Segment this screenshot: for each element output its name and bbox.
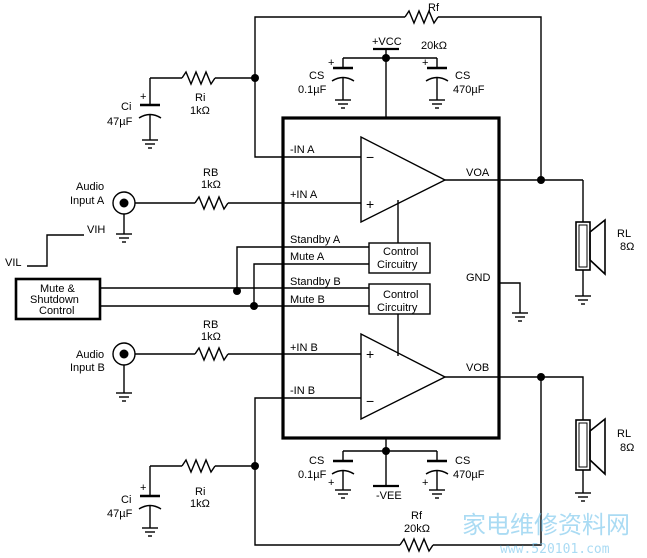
pin-mute-b: Mute B (290, 294, 325, 306)
cs-bottom-right-name: CS (455, 455, 470, 467)
opamp-a: − + (360, 135, 584, 243)
mute-shutdown-control-box (14, 277, 102, 321)
mute-box-line1: Mute & (40, 283, 76, 295)
rf-top-name: Rf (428, 2, 440, 14)
rl-top-value: 8Ω (620, 241, 634, 253)
amplifier-ic-body (281, 116, 501, 440)
audio-b-line1: Audio (76, 349, 104, 361)
rb-bottom-resistor (194, 346, 361, 362)
cs-top-left-capacitor: + (328, 57, 355, 109)
pin-voa: VOA (466, 167, 490, 179)
rl-top-name: RL (617, 228, 631, 240)
svg-text:−: − (366, 149, 374, 165)
audio-a-line2: Input A (70, 195, 105, 207)
svg-text:+: + (422, 57, 428, 69)
pin-in-plus-a: +IN A (290, 189, 318, 201)
cs-bottom-right-value: 470µF (453, 469, 485, 481)
feedback-network-a (149, 9, 542, 180)
audio-input-a-jack[interactable] (112, 191, 195, 243)
pin-in-plus-b: +IN B (290, 342, 318, 354)
pin-standby-a: Standby A (290, 234, 341, 246)
pin-standby-b: Standby B (290, 276, 341, 288)
opamp-b: + − (254, 314, 584, 466)
speaker-a-icon (574, 218, 606, 305)
rb-bottom-name: RB (203, 319, 218, 331)
rf-top-value: 20kΩ (421, 40, 447, 52)
ri-top-value: 1kΩ (190, 105, 210, 117)
rb-bottom-value: 1kΩ (201, 331, 221, 343)
logic-level-waveform (27, 234, 84, 267)
vee-supply (342, 438, 438, 488)
ci-bottom-value: 47µF (107, 508, 133, 520)
audio-input-b-jack[interactable] (112, 342, 195, 402)
svg-text:−: − (366, 393, 374, 409)
audio-a-line1: Audio (76, 181, 104, 193)
mute-box-line2: Shutdown (30, 294, 79, 306)
ci-top-capacitor: + (138, 91, 162, 149)
vcc-label: +VCC (372, 36, 402, 48)
control-circuitry-b (368, 283, 431, 315)
control-b-line1: Control (383, 289, 418, 301)
cs-top-left-value: 0.1µF (298, 84, 327, 96)
vcc-supply (342, 47, 438, 118)
pin-in-minus-b: -IN B (290, 385, 315, 397)
cs-bottom-left-value: 0.1µF (298, 469, 327, 481)
svg-text:+: + (366, 346, 374, 362)
audio-b-line2: Input B (70, 362, 105, 374)
cs-bottom-left-name: CS (309, 455, 324, 467)
control-wiring (101, 246, 369, 310)
ci-top-value: 47µF (107, 116, 133, 128)
ri-bottom-name: Ri (195, 486, 205, 498)
ri-bottom-value: 1kΩ (190, 498, 210, 510)
control-circuitry-a (368, 242, 431, 274)
svg-text:+: + (328, 57, 334, 69)
cs-top-right-name: CS (455, 70, 470, 82)
cs-top-left-name: CS (309, 70, 324, 82)
vil-label: VIL (5, 257, 22, 269)
rf-bottom-name: Rf (411, 510, 423, 522)
watermark-cn: 家电维修资料网 (462, 511, 630, 539)
vee-label: -VEE (376, 490, 402, 502)
gnd-pin (499, 282, 529, 322)
cs-bottom-left-capacitor: + (328, 459, 355, 499)
ci-bottom-capacitor: + (138, 482, 162, 537)
ci-top-name: Ci (121, 101, 131, 113)
rl-bottom-name: RL (617, 428, 631, 440)
speaker-b-icon (574, 417, 606, 502)
ri-top-name: Ri (195, 92, 205, 104)
rb-top-name: RB (203, 167, 218, 179)
rl-bottom-value: 8Ω (620, 442, 634, 454)
svg-text:+: + (140, 91, 146, 103)
vih-label: VIH (87, 224, 105, 236)
feedback-network-b (149, 377, 542, 553)
pin-vob: VOB (466, 362, 489, 374)
svg-text:+: + (140, 482, 146, 494)
watermark-url: www.520101.com (500, 542, 610, 557)
control-a-line1: Control (383, 246, 418, 258)
pin-mute-a: Mute A (290, 251, 325, 263)
cs-top-right-capacitor: + (422, 57, 449, 109)
control-a-line2: Circuitry (377, 259, 418, 271)
cs-bottom-right-capacitor: + (422, 459, 449, 499)
svg-text:+: + (422, 477, 428, 489)
rb-top-resistor (194, 195, 361, 211)
rb-top-value: 1kΩ (201, 179, 221, 191)
svg-text:+: + (328, 477, 334, 489)
ci-bottom-name: Ci (121, 494, 131, 506)
pin-in-minus-a: -IN A (290, 144, 315, 156)
cs-top-right-value: 470µF (453, 84, 485, 96)
mute-box-line3: Control (39, 305, 74, 317)
control-b-line2: Circuitry (377, 302, 418, 314)
svg-text:+: + (366, 196, 374, 212)
pin-gnd: GND (466, 272, 491, 284)
rf-bottom-value: 20kΩ (404, 523, 430, 535)
